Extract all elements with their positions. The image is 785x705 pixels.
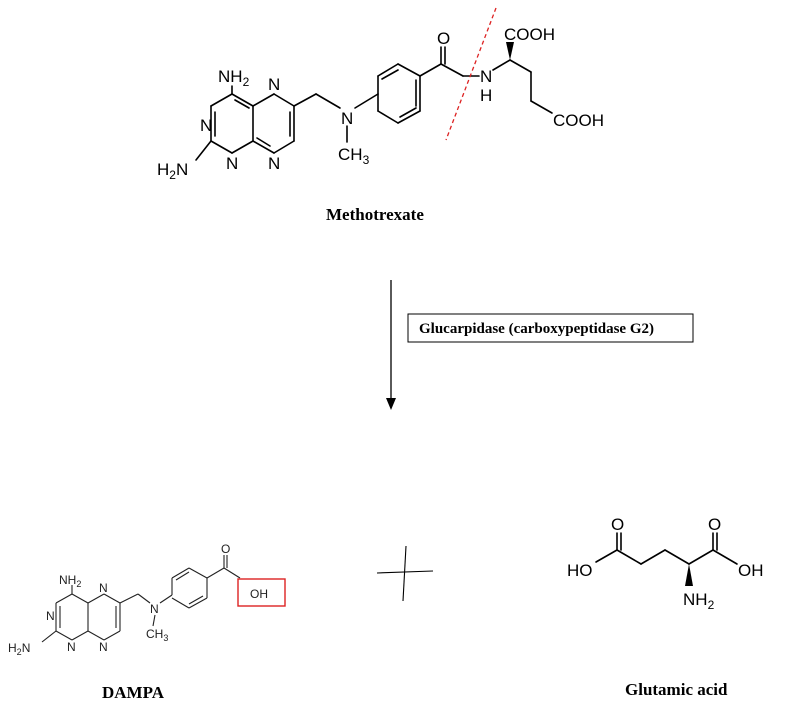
dampa-nh2: NH2 bbox=[59, 573, 81, 589]
dampa-n3: N bbox=[99, 581, 108, 595]
mtx-ch3: CH3 bbox=[338, 145, 370, 167]
mtx-pyrazine-ring bbox=[252, 93, 295, 154]
glu-nh2: NH2 bbox=[683, 590, 715, 612]
plus-sign bbox=[376, 545, 434, 602]
mtx-pyrimidine-ring bbox=[195, 85, 254, 161]
mtx-stereo-wedge bbox=[506, 42, 514, 60]
glu-o-right: O bbox=[708, 515, 721, 534]
mtx-cooh-bottom: COOH bbox=[553, 111, 604, 130]
dampa-amine-n: N bbox=[150, 602, 159, 616]
mtx-amide-n: N bbox=[480, 67, 492, 86]
mtx-n4: N bbox=[268, 154, 280, 173]
mtx-linker bbox=[293, 93, 379, 143]
enzyme-label: Glucarpidase (carboxypeptidase G2) bbox=[419, 321, 654, 337]
glu-oh: OH bbox=[738, 561, 764, 580]
dampa-pyrimidine-ring bbox=[41, 585, 89, 643]
glu-stereo-wedge bbox=[685, 564, 693, 586]
dampa-structure: NH2 N N N N H2N N CH3 O OH DAMPA bbox=[8, 542, 286, 702]
dampa-benzene-ring bbox=[171, 567, 208, 609]
dampa-n4: N bbox=[99, 640, 108, 654]
mtx-amine-n: N bbox=[341, 109, 353, 128]
mtx-glutamate-chain bbox=[492, 42, 553, 114]
arrow-head bbox=[386, 398, 396, 410]
dampa-n2: N bbox=[67, 640, 76, 654]
glutamic-acid-caption: Glutamic acid bbox=[625, 680, 728, 699]
glu-ho: HO bbox=[567, 561, 593, 580]
dampa-carboxyl bbox=[206, 555, 241, 579]
mtx-n1: N bbox=[200, 116, 212, 135]
reaction-arrow bbox=[386, 280, 396, 410]
glu-o-left: O bbox=[611, 515, 624, 534]
dampa-n1: N bbox=[46, 609, 55, 623]
dampa-oh: OH bbox=[250, 587, 268, 601]
dampa-carbonyl-o: O bbox=[221, 542, 230, 556]
mtx-n2: N bbox=[226, 154, 238, 173]
mtx-h2n: H2N bbox=[157, 160, 188, 182]
oh-highlight-box bbox=[237, 578, 286, 607]
enzyme-label-box: Glucarpidase (carboxypeptidase G2) bbox=[407, 313, 694, 343]
dampa-ch3: CH3 bbox=[146, 627, 168, 643]
glutamic-acid-structure: O O HO OH NH2 Glutamic acid bbox=[567, 515, 764, 699]
mtx-cooh-top: COOH bbox=[504, 25, 555, 44]
mtx-nh2-top: NH2 bbox=[218, 67, 250, 89]
mtx-benzene-ring bbox=[377, 63, 421, 124]
methotrexate-caption: Methotrexate bbox=[326, 205, 424, 224]
mtx-amide bbox=[419, 46, 480, 77]
mtx-amide-h: H bbox=[480, 86, 492, 105]
methotrexate-structure: NH2 N N N N H2N N CH3 O N H COOH COOH Me… bbox=[157, 7, 604, 224]
dampa-pyrazine-ring bbox=[87, 593, 121, 641]
mtx-n3: N bbox=[268, 75, 280, 94]
mtx-carbonyl-o: O bbox=[437, 29, 450, 48]
dampa-caption: DAMPA bbox=[102, 683, 165, 702]
cleavage-line bbox=[445, 7, 497, 141]
dampa-linker bbox=[119, 593, 173, 627]
dampa-h2n: H2N bbox=[8, 641, 30, 657]
